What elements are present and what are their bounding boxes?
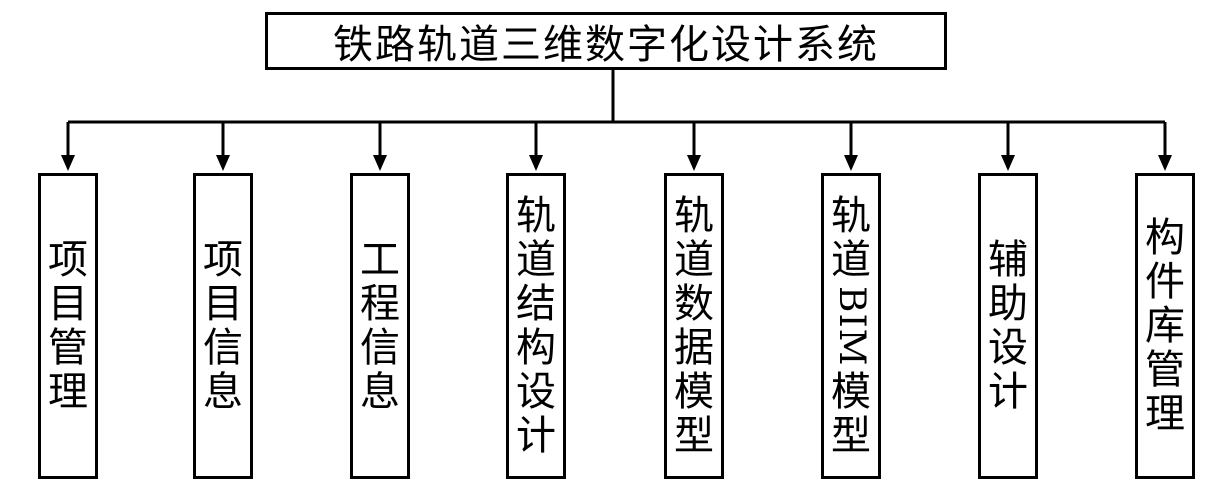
child-node-c2: 项目信息 bbox=[193, 173, 253, 479]
child-node-label-char: 道 bbox=[831, 236, 871, 283]
arrowhead-c8 bbox=[1158, 155, 1172, 171]
child-node-label-char: 息 bbox=[360, 369, 400, 415]
child-node-label-char: 轨 bbox=[831, 192, 871, 239]
child-node-label-char: 工 bbox=[360, 237, 400, 283]
child-node-label-char: 道 bbox=[516, 237, 556, 283]
child-node-label-char: 理 bbox=[1145, 391, 1185, 437]
child-node-label-char: 数 bbox=[674, 281, 714, 327]
child-node-label-char: 型 bbox=[674, 413, 714, 459]
child-node-label-char: 设 bbox=[516, 369, 556, 415]
child-node-label-char: 轨 bbox=[674, 193, 714, 239]
child-node-label-char: 据 bbox=[674, 325, 714, 371]
arrowhead-c4 bbox=[529, 155, 543, 171]
child-node-c3: 工程信息 bbox=[350, 173, 410, 479]
child-node-label-char: 程 bbox=[360, 281, 400, 327]
child-node-label-char: 目 bbox=[203, 281, 243, 327]
child-node-label-char: 构 bbox=[516, 325, 556, 371]
child-node-label-char: 道 bbox=[674, 237, 714, 283]
child-node-label-char: 计 bbox=[516, 413, 556, 459]
child-node-label-char: 目 bbox=[48, 281, 88, 327]
child-node-c7: 辅助设计 bbox=[978, 173, 1038, 479]
arrowhead-c1 bbox=[61, 155, 75, 171]
child-node-label-char: 件 bbox=[1145, 259, 1185, 305]
child-node-c5: 轨道数据模型 bbox=[664, 173, 724, 479]
child-node-label-char: 设 bbox=[988, 325, 1028, 371]
child-node-label-char: 理 bbox=[48, 369, 88, 415]
child-node-label-char: 信 bbox=[203, 325, 243, 371]
root-node: 铁路轨道三维数字化设计系统 bbox=[265, 12, 947, 70]
child-node-label-char: 轨 bbox=[516, 193, 556, 239]
child-node-label-char: 助 bbox=[988, 281, 1028, 327]
arrowhead-c6 bbox=[844, 155, 858, 171]
arrowhead-c7 bbox=[1001, 155, 1015, 171]
child-node-label-char: 库 bbox=[1145, 303, 1185, 349]
child-node-label-char: 结 bbox=[516, 281, 556, 327]
arrowhead-c2 bbox=[216, 155, 230, 171]
child-node-label-char: BIM bbox=[831, 285, 872, 367]
arrowhead-c5 bbox=[687, 155, 701, 171]
root-node-label: 铁路轨道三维数字化设计系统 bbox=[333, 22, 879, 68]
child-node-label-char: 构 bbox=[1145, 215, 1185, 261]
child-node-label-char: 辅 bbox=[988, 237, 1028, 283]
child-node-label-char: 信 bbox=[360, 325, 400, 371]
child-node-label-char: 项 bbox=[203, 237, 243, 283]
child-node-label-char: 息 bbox=[203, 369, 243, 415]
child-node-label-char: 型 bbox=[831, 413, 871, 460]
child-node-c8: 构件库管理 bbox=[1135, 173, 1195, 479]
child-node-label-char: 模 bbox=[674, 369, 714, 415]
arrowhead-c3 bbox=[373, 155, 387, 171]
child-node-c1: 项目管理 bbox=[38, 173, 98, 479]
child-node-label-char: 管 bbox=[1145, 347, 1185, 393]
child-node-label-char: 项 bbox=[48, 237, 88, 283]
child-node-c4: 轨道结构设计 bbox=[506, 173, 566, 479]
child-node-label-char: 管 bbox=[48, 325, 88, 371]
child-node-label-char: 计 bbox=[988, 369, 1028, 415]
child-node-label-char: 模 bbox=[831, 369, 871, 416]
